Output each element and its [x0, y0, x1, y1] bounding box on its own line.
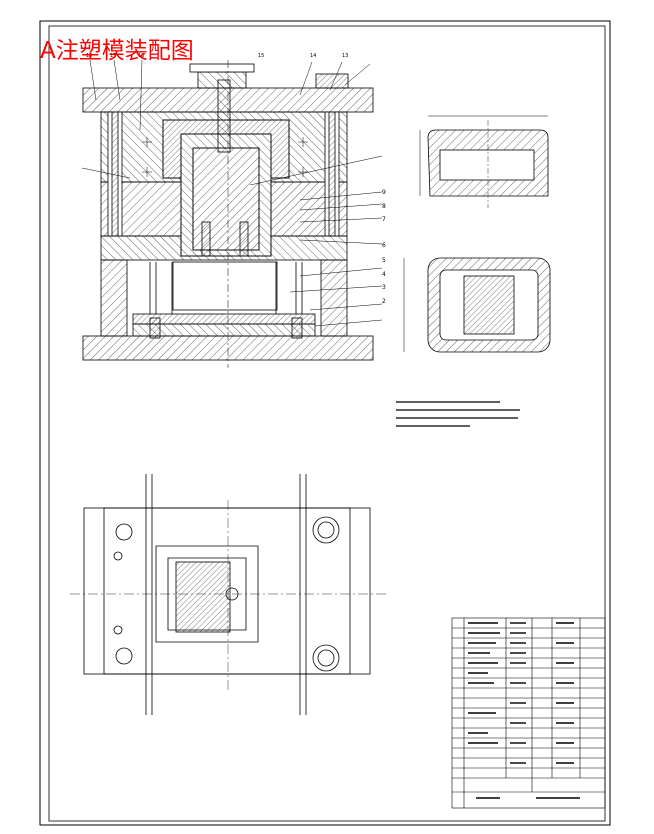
plan-view — [70, 474, 388, 715]
balloon-4: 4 — [382, 270, 386, 278]
drawing-title: A注塑模装配图 — [40, 38, 194, 64]
balloon-labels-right: 9 8 7 6 5 4 3 2 — [382, 186, 398, 308]
balloon-14: 14 — [310, 53, 317, 59]
balloon-16: 16 — [86, 53, 93, 59]
balloon-9: 9 — [382, 189, 386, 196]
balloon-6: 6 — [382, 241, 386, 249]
balloon-2: 2 — [382, 297, 386, 305]
balloon-15: 15 — [258, 53, 265, 59]
balloon-13: 13 — [342, 53, 349, 59]
balloon-5: 5 — [382, 257, 386, 264]
balloon-17: 17 — [110, 53, 117, 59]
parts-list-text — [468, 622, 580, 799]
balloon-7: 7 — [382, 216, 386, 223]
technical-notes — [396, 401, 520, 427]
outer-border — [39, 20, 611, 826]
balloon-18: 18 — [138, 53, 145, 59]
leader-lines — [81, 59, 383, 327]
balloon-8: 8 — [382, 202, 386, 210]
parts-list-table — [451, 617, 606, 809]
detail-view-side — [419, 115, 549, 208]
detail-view-plan — [403, 257, 551, 353]
section-view — [82, 60, 374, 368]
inner-border — [48, 25, 606, 822]
balloon-3: 3 — [382, 284, 386, 291]
